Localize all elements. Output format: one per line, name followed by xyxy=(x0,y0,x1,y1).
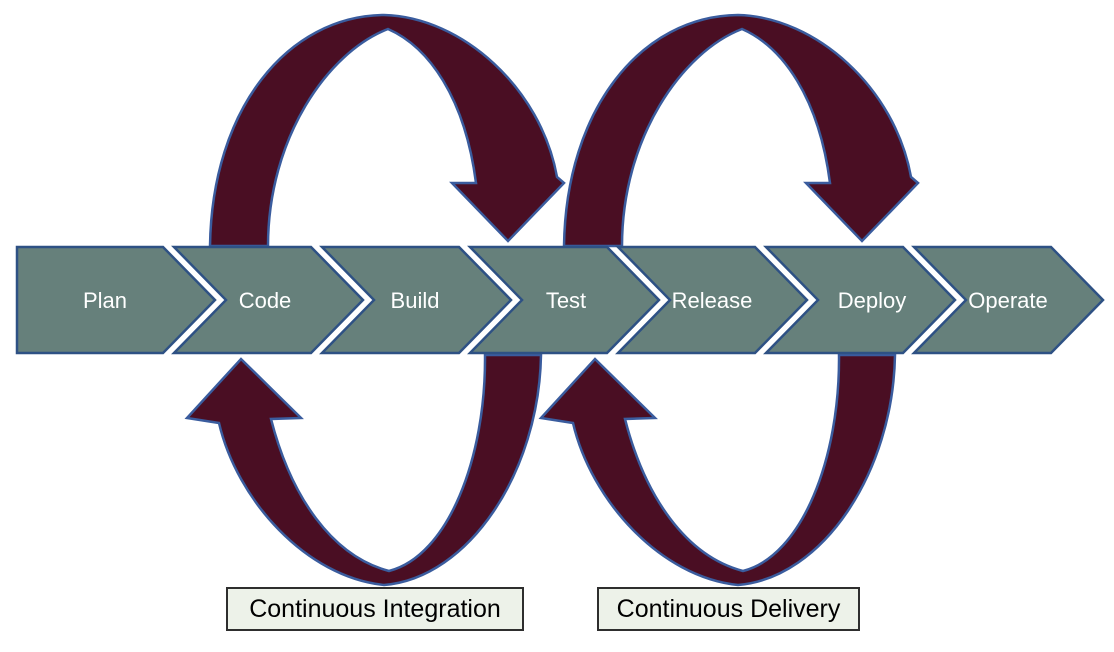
continuous-integration-label-text: Continuous Integration xyxy=(249,594,501,623)
chevron-plan xyxy=(15,245,217,355)
step-label-deploy: Deploy xyxy=(838,288,906,313)
chevron-deploy xyxy=(763,245,957,355)
chevron-code xyxy=(171,245,365,355)
step-label-operate: Operate xyxy=(968,288,1048,313)
ci-top-loop-arrow xyxy=(208,13,566,248)
ci-bottom-loop-arrow xyxy=(184,353,543,587)
step-label-test: Test xyxy=(546,288,586,313)
step-label-code: Code xyxy=(239,288,292,313)
continuous-integration-label-box: Continuous Integration xyxy=(226,587,524,631)
cd-bottom-loop-arrow xyxy=(538,353,897,587)
step-label-release: Release xyxy=(672,288,753,313)
chevron-operate xyxy=(911,245,1105,355)
loop-arrows xyxy=(184,13,920,587)
step-label-build: Build xyxy=(391,288,440,313)
pipeline-bar: Plan Code Build Test Release Deploy Oper… xyxy=(15,245,1105,355)
step-label-plan: Plan xyxy=(83,288,127,313)
continuous-delivery-label-text: Continuous Delivery xyxy=(616,594,841,623)
continuous-delivery-label-box: Continuous Delivery xyxy=(597,587,860,631)
chevron-build xyxy=(319,245,513,355)
cd-top-loop-arrow xyxy=(562,13,920,248)
chevron-release xyxy=(615,245,809,355)
chevron-test xyxy=(467,245,661,355)
